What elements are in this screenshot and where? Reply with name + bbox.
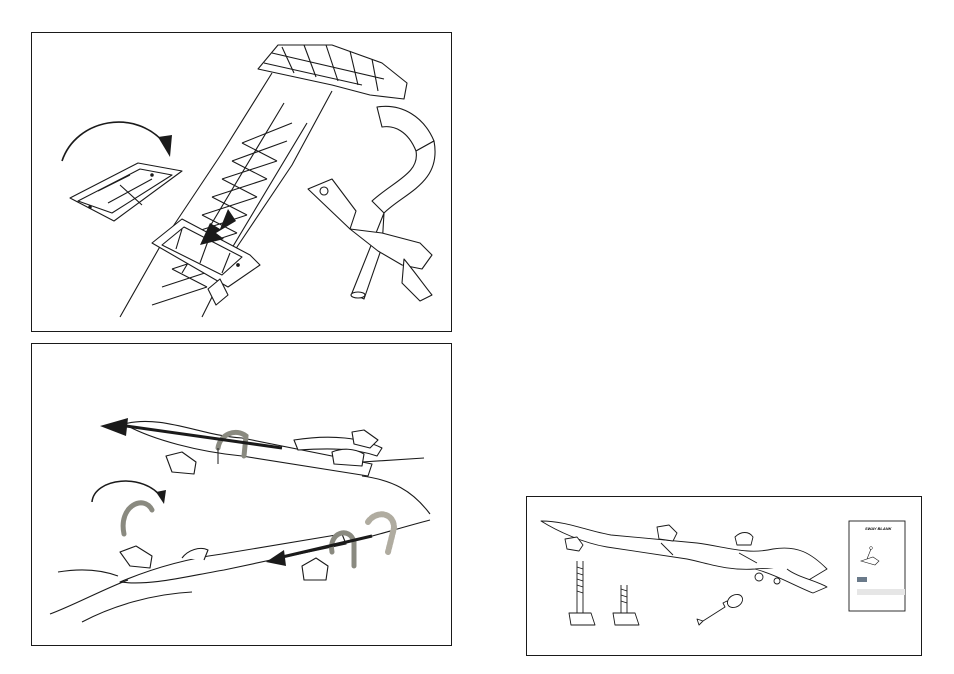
lower-cradle-front (302, 558, 328, 580)
instruction-manual (849, 521, 905, 611)
install-step-2-panel (31, 343, 452, 646)
rotate-arrow (62, 122, 166, 161)
strap-mount-illustration (32, 344, 451, 645)
strap-rotate-arrow-head (156, 490, 166, 504)
bike-seat-post (352, 213, 384, 299)
upper-cradle-front (166, 452, 196, 474)
manual-brand-text: SWAY BLANK (865, 526, 893, 531)
upper-pull-arrow-head (100, 418, 128, 436)
package-contents-panel: SWAY BLANK (526, 496, 922, 656)
rotate-arrow-head (158, 135, 172, 157)
tray-mount-illustration (32, 33, 451, 331)
strap-rotate-arrow (92, 481, 162, 502)
key (703, 601, 731, 621)
install-step-1-panel (31, 32, 452, 332)
carrier-head (258, 45, 407, 99)
bike-top-tube (377, 106, 434, 151)
package-contents-illustration: SWAY BLANK (527, 497, 921, 655)
wheel-tray-removed (70, 163, 182, 221)
lower-cradle-rear (120, 546, 152, 568)
loose-strap (123, 503, 152, 534)
frame-clamp-arm (308, 179, 356, 229)
